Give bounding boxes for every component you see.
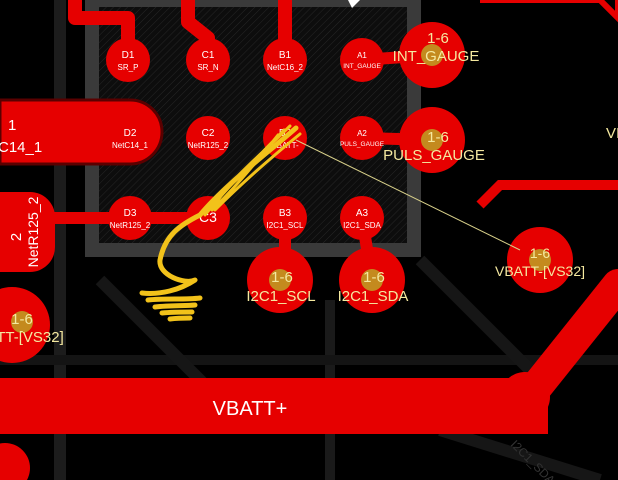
annotation-scribble <box>203 124 302 217</box>
left-pad-number: 2 <box>8 233 25 241</box>
left-pad-net-label: C14_1 <box>0 139 42 156</box>
via-drill <box>421 44 443 66</box>
via-net-label: I2C1_SCL <box>246 288 315 305</box>
via-net-label: VBATT-[VS32] <box>495 263 585 279</box>
via-i2c1-sda[interactable]: 1-6 I2C1_SDA <box>338 247 409 313</box>
pad-net-label: I2C1_SCL <box>267 221 304 230</box>
copper-pad-corner[interactable] <box>0 443 30 480</box>
via-id-label: 1-6 <box>11 311 33 328</box>
pad-net-label: PULS_GAUGE <box>340 141 385 148</box>
copper-trace-right-diagonal[interactable] <box>514 269 618 411</box>
pad-pin-label: D3 <box>124 208 137 219</box>
via-id-label: 1-6 <box>271 269 293 286</box>
silk-line <box>415 255 545 385</box>
pad-pin-label: A3 <box>356 208 369 219</box>
copper-trace-top-right[interactable] <box>480 0 618 23</box>
via-puls-gauge[interactable]: 1-6 PULS_GAUGE <box>383 107 485 173</box>
ratsnest-line <box>295 139 521 251</box>
left-pad-number: 1 <box>8 117 16 134</box>
via-id-label: 1-6 <box>427 129 449 146</box>
pad-d3[interactable]: D3 NetR125_2 <box>108 196 152 240</box>
pad-pin-label: C2 <box>202 128 215 139</box>
pad-pin-label: B3 <box>279 208 292 219</box>
pad-d1[interactable]: D1 SR_P <box>106 38 150 82</box>
pad-pin-label: C1 <box>202 50 215 61</box>
pad-net-label: NetR125_2 <box>110 221 151 230</box>
pad-pin-label: A1 <box>357 51 367 60</box>
pad-b1[interactable]: B1 NetC16_2 <box>263 38 307 82</box>
power-trace-label: VBATT+ <box>213 398 288 420</box>
power-trace-end[interactable] <box>500 372 550 422</box>
copper-pad-left-mid[interactable] <box>0 192 55 272</box>
annotation-scribble <box>139 125 299 322</box>
pad-c2[interactable]: C2 NetR125_2 <box>186 116 230 160</box>
silk-line <box>438 424 602 480</box>
power-trace[interactable] <box>0 378 548 434</box>
pad-d2[interactable]: D2 NetC14_1 <box>108 116 152 160</box>
pad-pin-label: D1 <box>122 50 135 61</box>
via-int-gauge[interactable]: 1-6 INT_GAUGE <box>393 22 480 88</box>
via-drill <box>529 249 551 271</box>
via-id-label: 1-6 <box>363 269 385 286</box>
via-id-label: 1-6 <box>530 245 550 261</box>
pad-c1[interactable]: C1 SR_N <box>186 38 230 82</box>
pad-a2[interactable]: A2 PULS_GAUGE <box>340 116 385 160</box>
pad-pin-label: A2 <box>357 129 367 138</box>
right-edge-label: VI <box>606 125 618 142</box>
cursor-pointer <box>348 0 360 8</box>
via-vbatt-minus[interactable]: 1-6 VBATT-[VS32] <box>495 227 585 293</box>
via-drill <box>361 269 383 291</box>
via-net-label: INT_GAUGE <box>393 48 480 65</box>
pad-pin-label: D2 <box>124 128 137 139</box>
via-i2c1-scl[interactable]: 1-6 I2C1_SCL <box>246 247 316 313</box>
pad-net-label: NetC14_1 <box>112 141 149 150</box>
pad-pin-label: B2 <box>279 128 292 139</box>
copper-trace-right-edge[interactable] <box>476 180 618 209</box>
via-drill <box>269 269 291 291</box>
via-id-label: 1-6 <box>427 30 449 47</box>
pad-pin-label: B1 <box>279 50 292 61</box>
pad-net-label: INT_GAUGE <box>343 63 381 70</box>
pad-a3[interactable]: A3 I2C1_SDA <box>340 196 384 240</box>
via-net-label: TT-[VS32] <box>0 329 64 346</box>
silk-line <box>95 275 215 395</box>
pad-b3[interactable]: B3 I2C1_SCL <box>263 196 307 240</box>
via-net-label: PULS_GAUGE <box>383 147 485 164</box>
via-drill <box>421 129 443 151</box>
pad-net-label: NetC16_2 <box>267 63 304 72</box>
pad-net-label: SR_N <box>197 63 219 72</box>
via-net-label: I2C1_SDA <box>338 288 409 305</box>
via-left-vbatt-minus[interactable]: 1-6 TT-[VS32] <box>0 311 64 346</box>
pad-net-label: I2C1_SDA <box>343 221 381 230</box>
pad-a1[interactable]: A1 INT_GAUGE <box>340 38 384 82</box>
left-pad-net-label: NetR125_2 <box>25 196 41 267</box>
pad-net-label: SR_P <box>118 63 139 72</box>
pad-net-label: NetR125_2 <box>188 141 229 150</box>
